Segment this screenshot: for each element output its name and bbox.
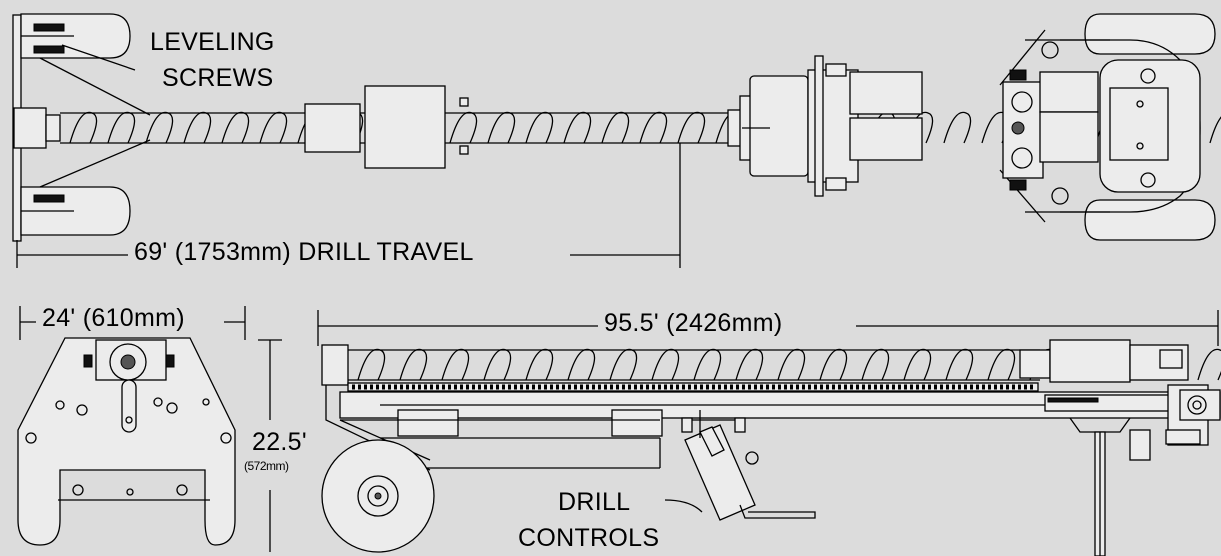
drill-mount-block bbox=[13, 107, 47, 149]
leveling-pad-upper bbox=[20, 13, 131, 59]
drill-travel-label: 69' (1753mm) DRILL TRAVEL bbox=[128, 240, 480, 265]
leveling-leader-line bbox=[61, 44, 136, 71]
length-dimension bbox=[317, 310, 1219, 346]
control-box bbox=[681, 410, 816, 521]
leveling-pad-lower bbox=[20, 186, 131, 236]
carriage bbox=[364, 85, 446, 169]
drill-travel-dimension bbox=[16, 143, 681, 268]
drill-controls-label-line1: DRILL bbox=[558, 488, 631, 516]
height-dimension-mm-label: (572mm) bbox=[244, 459, 289, 473]
drill-controls-leader bbox=[664, 499, 703, 513]
width-dimension-label: 24' (610mm) bbox=[36, 306, 191, 331]
leveling-screws-label-line2: SCREWS bbox=[162, 64, 274, 92]
length-dimension-label: 95.5' (2426mm) bbox=[598, 311, 789, 336]
side-view bbox=[321, 339, 1221, 556]
drill-controls-label-line2: CONTROLS bbox=[518, 524, 660, 552]
drill-motor-side bbox=[1019, 339, 1221, 446]
bearing-block bbox=[304, 103, 361, 153]
front-view bbox=[17, 337, 236, 546]
height-dimension-label: 22.5' bbox=[252, 428, 307, 456]
top-view bbox=[12, 13, 1221, 242]
end-view-top bbox=[999, 13, 1216, 241]
leveling-screws-label-line1: LEVELING bbox=[150, 28, 275, 56]
drill-motor-top bbox=[727, 55, 923, 197]
height-dimension bbox=[258, 339, 282, 552]
